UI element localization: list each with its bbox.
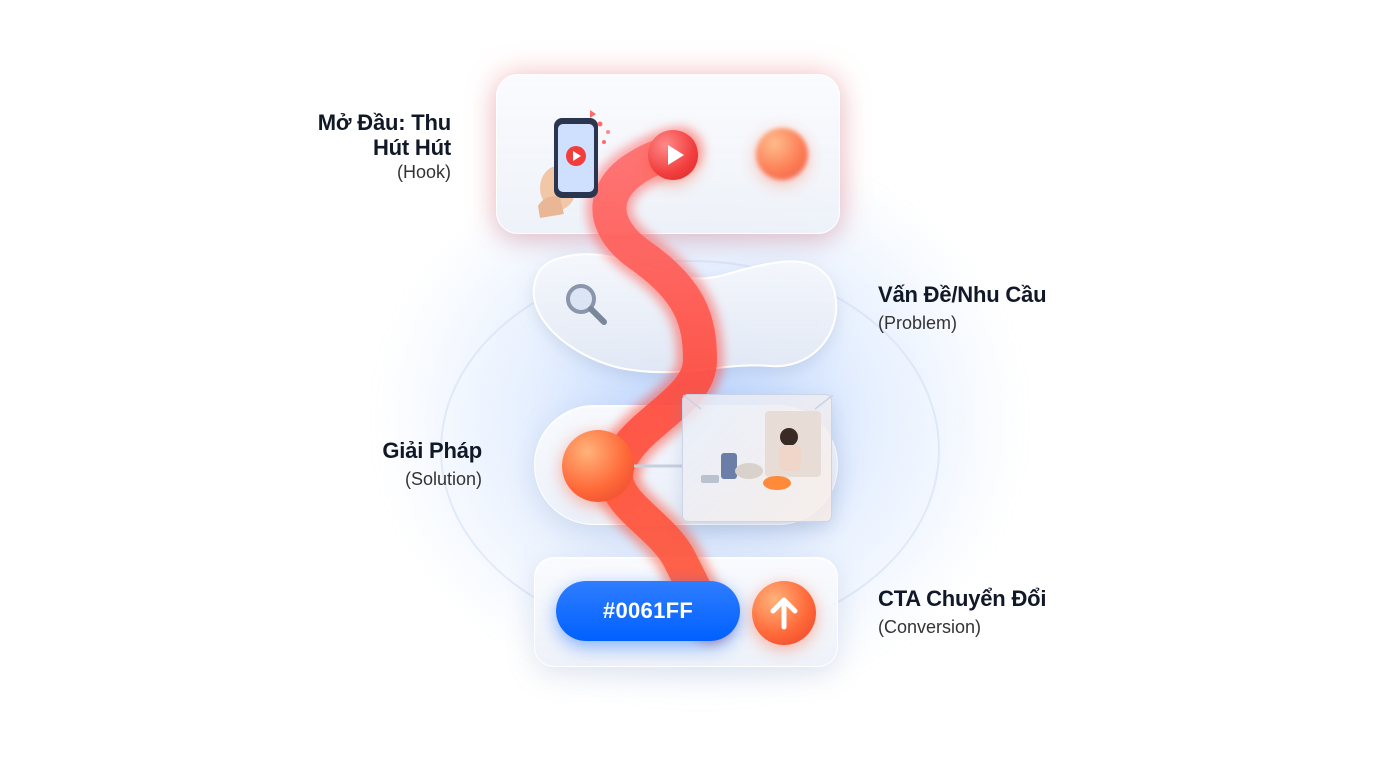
cta-color-button[interactable]: #0061FF [556,581,740,641]
arrow-up-icon[interactable] [752,581,816,645]
problem-label: Vấn Đề/Nhu Cầu (Problem) [878,282,1047,335]
play-icon [648,130,698,180]
cta-label: CTA Chuyển Đổi (Conversion) [878,586,1047,639]
product-cube-icon [682,394,834,522]
search-icon [562,280,610,333]
hook-title-line1: Mở Đầu: Thu [317,110,451,135]
blurred-orb-icon [756,128,808,180]
cta-subtitle: (Conversion) [878,617,982,637]
hook-subtitle: (Hook) [396,162,451,182]
solution-orb-icon [562,430,634,502]
hook-label: Mở Đầu: Thu Hút Hút (Hook) [318,110,451,184]
smartphone-icon [530,110,620,225]
solution-label: Giải Pháp (Solution) [382,438,482,491]
problem-title: Vấn Đề/Nhu Cầu [878,282,1047,307]
solution-subtitle: (Solution) [404,469,482,489]
solution-title: Giải Pháp [382,438,482,463]
problem-subtitle: (Problem) [878,313,958,333]
hook-title-line2: Hút Hút [372,135,451,160]
cta-title: CTA Chuyển Đổi [878,586,1047,611]
